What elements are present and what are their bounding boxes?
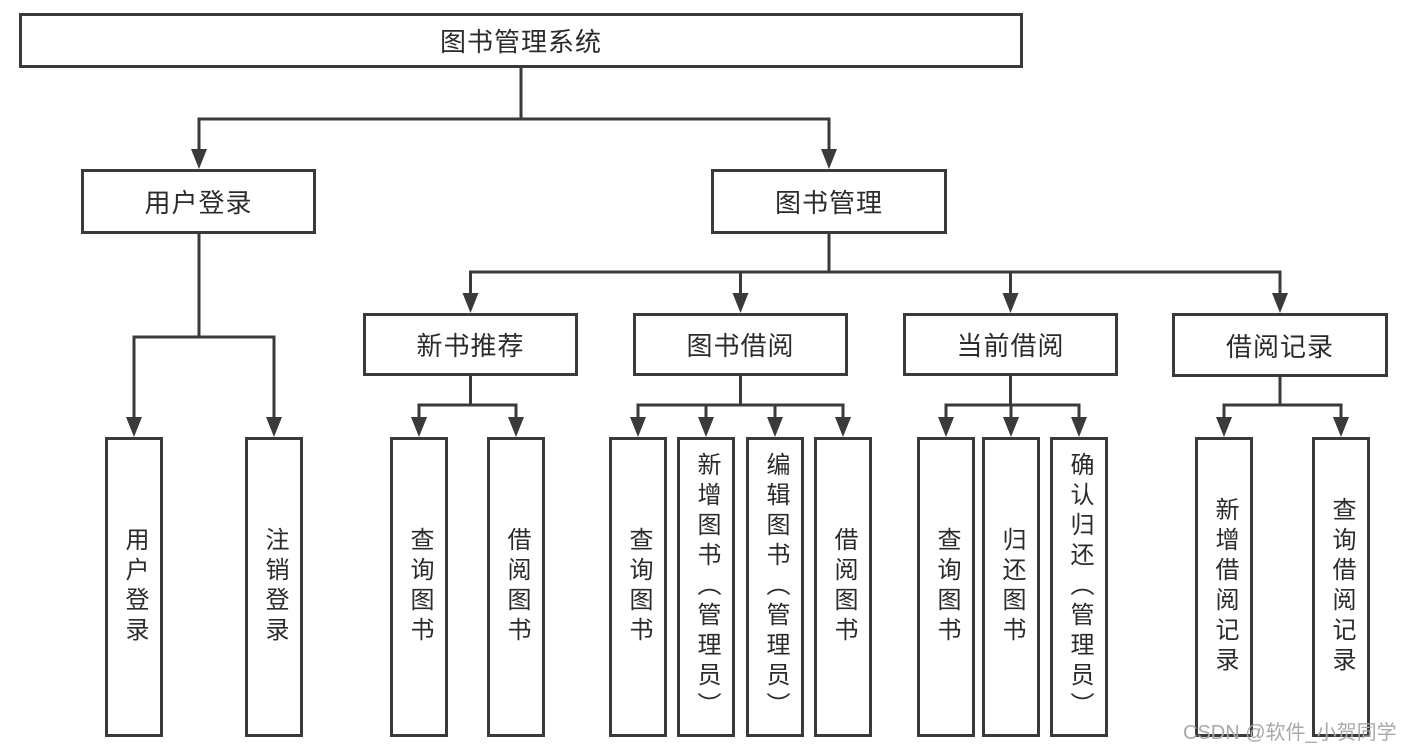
node-label: 查询图书 bbox=[933, 527, 960, 647]
leaf-borrow-books: 借阅图书 bbox=[814, 437, 872, 737]
node-label: 注销登录 bbox=[261, 527, 288, 647]
node-label: 图书借阅 bbox=[686, 331, 795, 361]
csdn-watermark: CSDN @软件_小贺同学 bbox=[1183, 722, 1397, 744]
node-label: 查询图书 bbox=[625, 527, 652, 647]
node-current-borrow: 当前借阅 bbox=[903, 313, 1118, 376]
node-borrow-records: 借阅记录 bbox=[1172, 313, 1388, 377]
node-label: 图书管理 bbox=[774, 188, 883, 218]
node-label: 用户登录 bbox=[144, 188, 253, 218]
leaf-confirm-return-admin: 确认归还（管理员） bbox=[1050, 437, 1108, 737]
node-label: 用户登录 bbox=[121, 527, 148, 647]
node-root-book-management-system: 图书管理系统 bbox=[19, 13, 1023, 68]
node-label: 新书推荐 bbox=[416, 331, 525, 361]
leaf-query-books-current: 查询图书 bbox=[917, 437, 975, 737]
leaf-add-borrow-record: 新增借阅记录 bbox=[1195, 437, 1253, 737]
node-label: 借阅图书 bbox=[830, 527, 857, 647]
node-label: 借阅记录 bbox=[1225, 331, 1334, 362]
arrowheads bbox=[126, 149, 1349, 437]
node-label: 查询借阅记录 bbox=[1328, 497, 1355, 677]
leaf-add-books-admin: 新增图书（管理员） bbox=[677, 437, 735, 737]
leaf-edit-books-admin: 编辑图书（管理员） bbox=[746, 437, 804, 737]
node-label: 归还图书 bbox=[998, 527, 1025, 647]
node-label: 确认归还（管理员） bbox=[1066, 452, 1093, 722]
node-label: 查询图书 bbox=[406, 527, 433, 647]
node-label: 当前借阅 bbox=[956, 331, 1065, 361]
node-book-management: 图书管理 bbox=[711, 169, 947, 234]
node-label: 新增借阅记录 bbox=[1211, 497, 1238, 677]
node-label: 新增图书（管理员） bbox=[693, 452, 720, 722]
leaf-user-login: 用户登录 bbox=[105, 437, 163, 737]
node-label: 借阅图书 bbox=[503, 527, 530, 647]
leaf-query-books-borrow: 查询图书 bbox=[609, 437, 667, 737]
node-label: 图书管理系统 bbox=[439, 27, 602, 57]
leaf-query-books-recommend: 查询图书 bbox=[390, 437, 448, 737]
node-new-book-recommend: 新书推荐 bbox=[363, 313, 578, 376]
leaf-logout: 注销登录 bbox=[245, 437, 303, 737]
leaf-borrow-books-recommend: 借阅图书 bbox=[487, 437, 545, 737]
node-label: 编辑图书（管理员） bbox=[762, 452, 789, 722]
node-book-borrow: 图书借阅 bbox=[633, 313, 848, 376]
leaf-return-books: 归还图书 bbox=[982, 437, 1040, 737]
leaf-query-borrow-record: 查询借阅记录 bbox=[1312, 437, 1370, 737]
node-user-login: 用户登录 bbox=[81, 169, 316, 234]
